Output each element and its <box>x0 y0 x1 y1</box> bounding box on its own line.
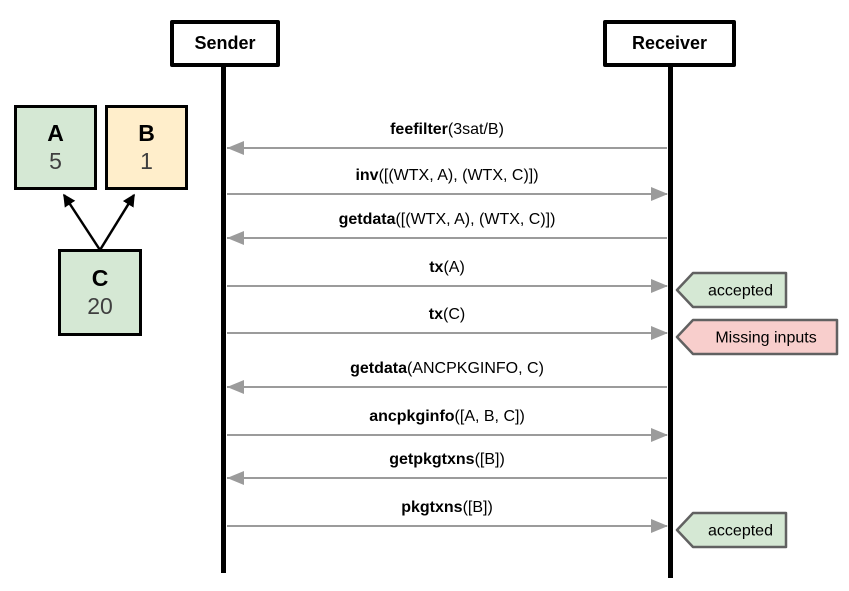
graph-node-label: B <box>138 119 155 146</box>
status-badge-label: Missing inputs <box>715 330 816 347</box>
actor-sender: Sender <box>170 20 280 67</box>
graph-node-label: A <box>47 119 64 146</box>
actor-receiver-label: Receiver <box>631 33 708 53</box>
message-label-pkgtxns: pkgtxns([B]) <box>401 499 493 516</box>
message-label-tx: tx(C) <box>428 306 466 323</box>
message-label-getdata: getdata(ANCPKGINFO, C) <box>350 360 544 377</box>
message-line <box>227 285 667 287</box>
graph-node-value: 1 <box>140 147 153 174</box>
message-arrowhead-icon <box>651 326 668 340</box>
status-badge-label: accepted <box>708 523 773 540</box>
message-line <box>227 477 667 479</box>
actor-sender-label: Sender <box>194 33 256 53</box>
message-label-ancpkginfo: ancpkginfo([A, B, C]) <box>369 408 525 425</box>
message-arrowhead-icon <box>651 279 668 293</box>
status-badge-shape <box>675 511 788 549</box>
message-arrowhead-icon <box>651 519 668 533</box>
sender-lifeline <box>221 67 226 573</box>
message-arrowhead-icon <box>651 187 668 201</box>
graph-node-value: 20 <box>87 292 113 319</box>
message-label-feefilter: feefilter(3sat/B) <box>390 121 504 138</box>
graph-node-value: 5 <box>49 147 62 174</box>
status-badge-shape <box>675 271 788 309</box>
message-line <box>227 332 667 334</box>
message-arrowhead-icon <box>227 231 244 245</box>
dependency-edge-C-B <box>98 193 136 251</box>
message-arrowhead-icon <box>227 471 244 485</box>
message-label-tx: tx(A) <box>429 259 465 276</box>
receiver-lifeline <box>668 67 673 578</box>
message-label-getdata: getdata([(WTX, A), (WTX, C)]) <box>338 211 556 228</box>
status-badge-shape <box>675 318 839 356</box>
message-label-getpkgtxns: getpkgtxns([B]) <box>389 451 505 468</box>
message-line <box>227 434 667 436</box>
status-badge-missing-inputs: Missing inputs <box>675 318 839 356</box>
status-badge-accepted: accepted <box>675 511 788 549</box>
message-arrowhead-icon <box>651 428 668 442</box>
dependency-edge-C-A <box>62 193 102 251</box>
status-badge-label: accepted <box>708 283 773 300</box>
actor-receiver: Receiver <box>603 20 736 67</box>
message-arrowhead-icon <box>227 141 244 155</box>
message-line <box>227 525 667 527</box>
message-line <box>227 386 667 388</box>
message-arrowhead-icon <box>227 380 244 394</box>
message-line <box>227 193 667 195</box>
message-line <box>227 237 667 239</box>
graph-node-label: C <box>91 264 109 291</box>
status-badge-accepted: accepted <box>675 271 788 309</box>
message-line <box>227 147 667 149</box>
message-label-inv: inv([(WTX, A), (WTX, C)]) <box>355 167 539 184</box>
